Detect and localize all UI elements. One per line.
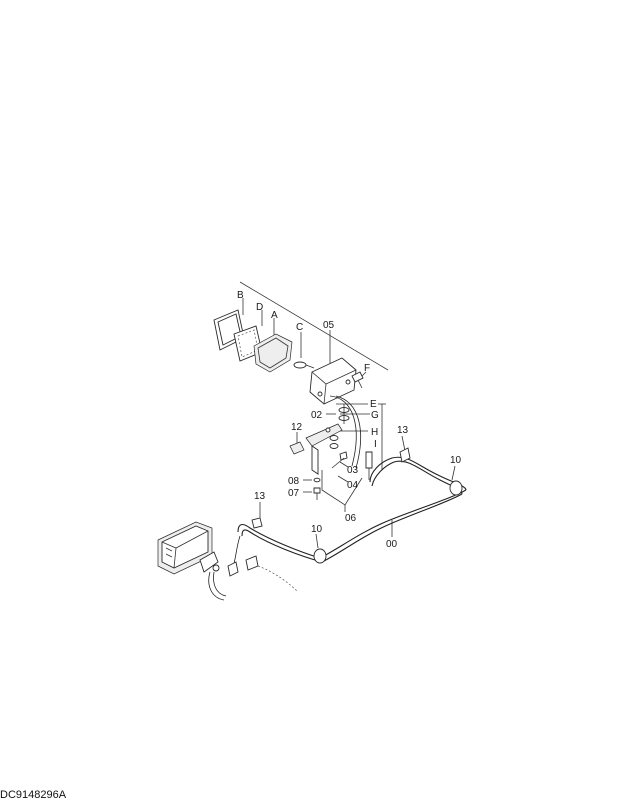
drawing-code: DC9148296A bbox=[0, 789, 67, 801]
reflector-part bbox=[253, 333, 293, 373]
rubber-block-part bbox=[289, 441, 305, 455]
label-03: 03 bbox=[347, 465, 359, 476]
label-B: B bbox=[237, 290, 244, 301]
label-C: C bbox=[296, 322, 303, 333]
label-10-lower: 10 bbox=[311, 524, 323, 535]
label-00: 00 bbox=[386, 539, 398, 550]
label-08: 08 bbox=[288, 476, 300, 487]
leader-lines bbox=[239, 281, 456, 549]
label-07: 07 bbox=[288, 488, 300, 499]
label-F: F bbox=[364, 363, 370, 374]
label-I: I bbox=[374, 439, 377, 450]
light-housing-part bbox=[309, 357, 357, 405]
screw-part bbox=[351, 371, 364, 389]
work-light-assembly bbox=[213, 309, 373, 500]
callout-labels: B D A C 05 F E 02 G H 12 I 13 10 03 08 0… bbox=[237, 290, 462, 550]
label-05: 05 bbox=[323, 320, 335, 331]
harness-arc bbox=[329, 395, 362, 469]
label-02: 02 bbox=[311, 410, 323, 421]
label-D: D bbox=[256, 302, 263, 313]
label-E: E bbox=[370, 399, 377, 410]
label-H: H bbox=[371, 427, 378, 438]
small-fastener-part bbox=[313, 477, 321, 500]
connector-plug-part bbox=[365, 451, 373, 480]
label-A: A bbox=[271, 310, 278, 321]
label-13-lower: 13 bbox=[254, 491, 266, 502]
label-06: 06 bbox=[345, 513, 357, 524]
label-04: 04 bbox=[347, 480, 359, 491]
washer-nut-set bbox=[329, 404, 350, 449]
label-10-upper: 10 bbox=[450, 455, 462, 466]
label-12: 12 bbox=[291, 422, 303, 433]
label-G: G bbox=[371, 410, 379, 421]
label-13-upper: 13 bbox=[397, 425, 409, 436]
bulb-part bbox=[293, 361, 315, 369]
bolt-part bbox=[331, 451, 348, 469]
main-cable bbox=[227, 447, 467, 593]
cab-lamp-unit bbox=[157, 521, 227, 601]
mounting-bracket-part bbox=[305, 423, 343, 475]
